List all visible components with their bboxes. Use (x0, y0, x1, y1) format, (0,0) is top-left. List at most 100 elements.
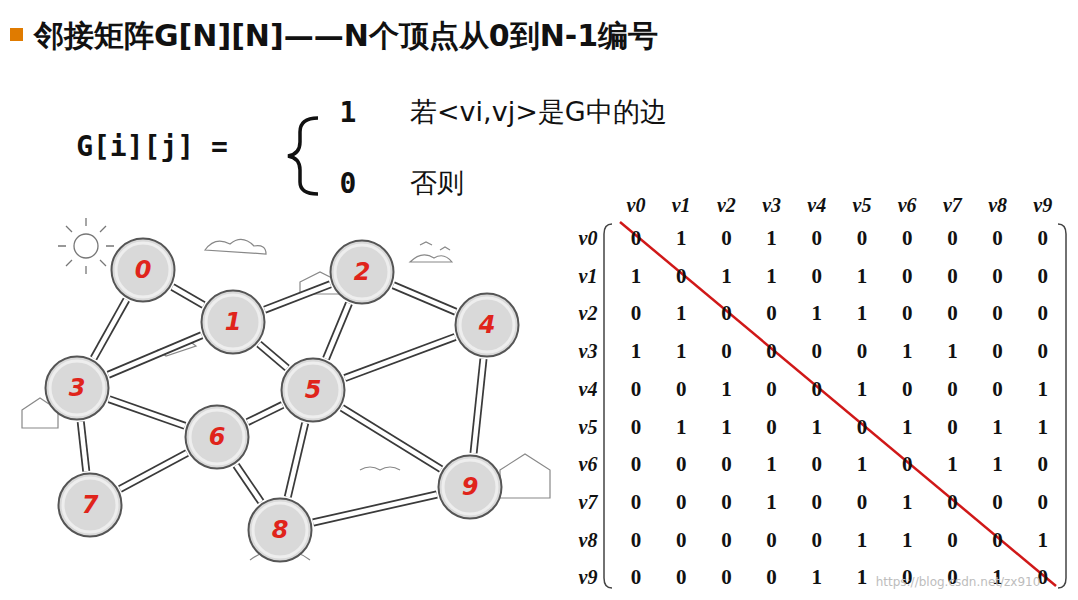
row-header: v4 (579, 377, 598, 400)
vertex-number: 6 (184, 404, 250, 470)
vertex-circle: 1 (200, 289, 266, 355)
road-edge-group (474, 359, 484, 453)
matrix-cell: 0 (721, 452, 732, 477)
matrix-cell: 0 (1038, 452, 1049, 477)
road-edge-group (109, 399, 185, 426)
matrix-cell: 0 (631, 414, 642, 439)
vertex-number: 7 (57, 472, 123, 538)
formula-condition: 否则 (410, 165, 464, 201)
road-edge (108, 335, 201, 375)
matrix-cell: 0 (812, 527, 823, 552)
vertex-circle: 3 (44, 355, 110, 421)
road-edge-group (94, 300, 127, 359)
road-edge (236, 465, 261, 502)
matrix-cell: 0 (812, 339, 823, 364)
matrix-cell: 1 (766, 489, 777, 514)
matrix-cell: 1 (676, 301, 687, 326)
matrix-cell: 0 (676, 376, 687, 401)
road-edge (313, 495, 437, 523)
matrix-cell: 0 (992, 226, 1003, 251)
formula-lhs: G[i][j] = (76, 130, 228, 163)
matrix-cell: 0 (857, 414, 868, 439)
road-edge (248, 405, 283, 422)
road-edge-inner (342, 408, 441, 469)
sun-sketch (58, 218, 114, 274)
matrix-cell: 0 (631, 226, 642, 251)
road-edge-inner (288, 423, 305, 497)
matrix-cell: 0 (812, 263, 823, 288)
road-edge (109, 399, 185, 426)
column-header: v3 (762, 194, 781, 217)
column-header: v0 (627, 194, 646, 217)
vertex-number: 2 (329, 239, 395, 305)
road-edge (265, 284, 331, 309)
matrix-cell: 0 (766, 301, 777, 326)
row-header: v2 (579, 302, 598, 325)
road-edge (326, 303, 349, 358)
matrix-cell: 1 (857, 452, 868, 477)
matrix-cell: 0 (1038, 489, 1049, 514)
matrix-cell: 0 (676, 263, 687, 288)
row-header: v5 (579, 415, 598, 438)
matrix-cell: 0 (721, 565, 732, 590)
road-edge-inner (109, 399, 185, 426)
row-header: v6 (579, 453, 598, 476)
matrix-cell: 0 (676, 565, 687, 590)
road-edge (288, 423, 305, 497)
road-edge-inner (172, 287, 203, 305)
matrix-cell: 1 (721, 376, 732, 401)
matrix-cell: 1 (631, 339, 642, 364)
matrix-cell: 0 (992, 263, 1003, 288)
matrix-cell: 1 (857, 527, 868, 552)
matrix-cell: 0 (766, 414, 777, 439)
column-header: v1 (672, 194, 691, 217)
matrix-cell: 1 (721, 414, 732, 439)
road-edge (393, 285, 455, 311)
matrix-cell: 1 (992, 452, 1003, 477)
matrix-cell: 0 (902, 226, 913, 251)
matrix-cell: 1 (766, 263, 777, 288)
matrix-cell: 0 (721, 527, 732, 552)
matrix-cell: 1 (857, 263, 868, 288)
matrix-cell: 0 (812, 226, 823, 251)
road-edge (474, 359, 484, 453)
vertex-number: 5 (280, 357, 346, 423)
matrix-cell: 1 (1038, 414, 1049, 439)
road-edge-group (172, 287, 203, 305)
matrix-cell: 0 (947, 376, 958, 401)
matrix-cell: 0 (766, 527, 777, 552)
row-header: v1 (579, 264, 598, 287)
matrix-cell: 1 (857, 376, 868, 401)
matrix-cell: 0 (947, 414, 958, 439)
road-edge-inner (474, 359, 484, 453)
road-edge-group (393, 285, 455, 311)
road-edge-group (345, 337, 455, 378)
matrix-cell: 1 (812, 301, 823, 326)
road-edge-inner (108, 335, 201, 375)
road-edge-inner (259, 344, 287, 368)
road-edge-group (248, 405, 283, 422)
matrix-cell: 0 (721, 339, 732, 364)
matrix-cell: 1 (857, 301, 868, 326)
matrix-cell: 0 (992, 489, 1003, 514)
column-header: v5 (853, 194, 872, 217)
road-edge-inner (120, 453, 187, 489)
matrix-cell: 0 (721, 301, 732, 326)
road-edge-inner (393, 285, 455, 311)
matrix-cell: 0 (947, 527, 958, 552)
road-edge-inner (265, 284, 331, 309)
column-header: v9 (1033, 194, 1052, 217)
formula-value: 1 (340, 96, 357, 129)
matrix-bracket-left (604, 224, 612, 588)
matrix-cell: 1 (676, 414, 687, 439)
matrix-cell: 0 (766, 565, 777, 590)
matrix-cell: 0 (812, 452, 823, 477)
matrix-cell: 0 (631, 301, 642, 326)
road-edge-group (288, 423, 305, 497)
matrix-cell: 1 (766, 226, 777, 251)
matrix-cell: 0 (992, 376, 1003, 401)
matrix-cell: 0 (766, 339, 777, 364)
road-edge-group (342, 408, 441, 469)
